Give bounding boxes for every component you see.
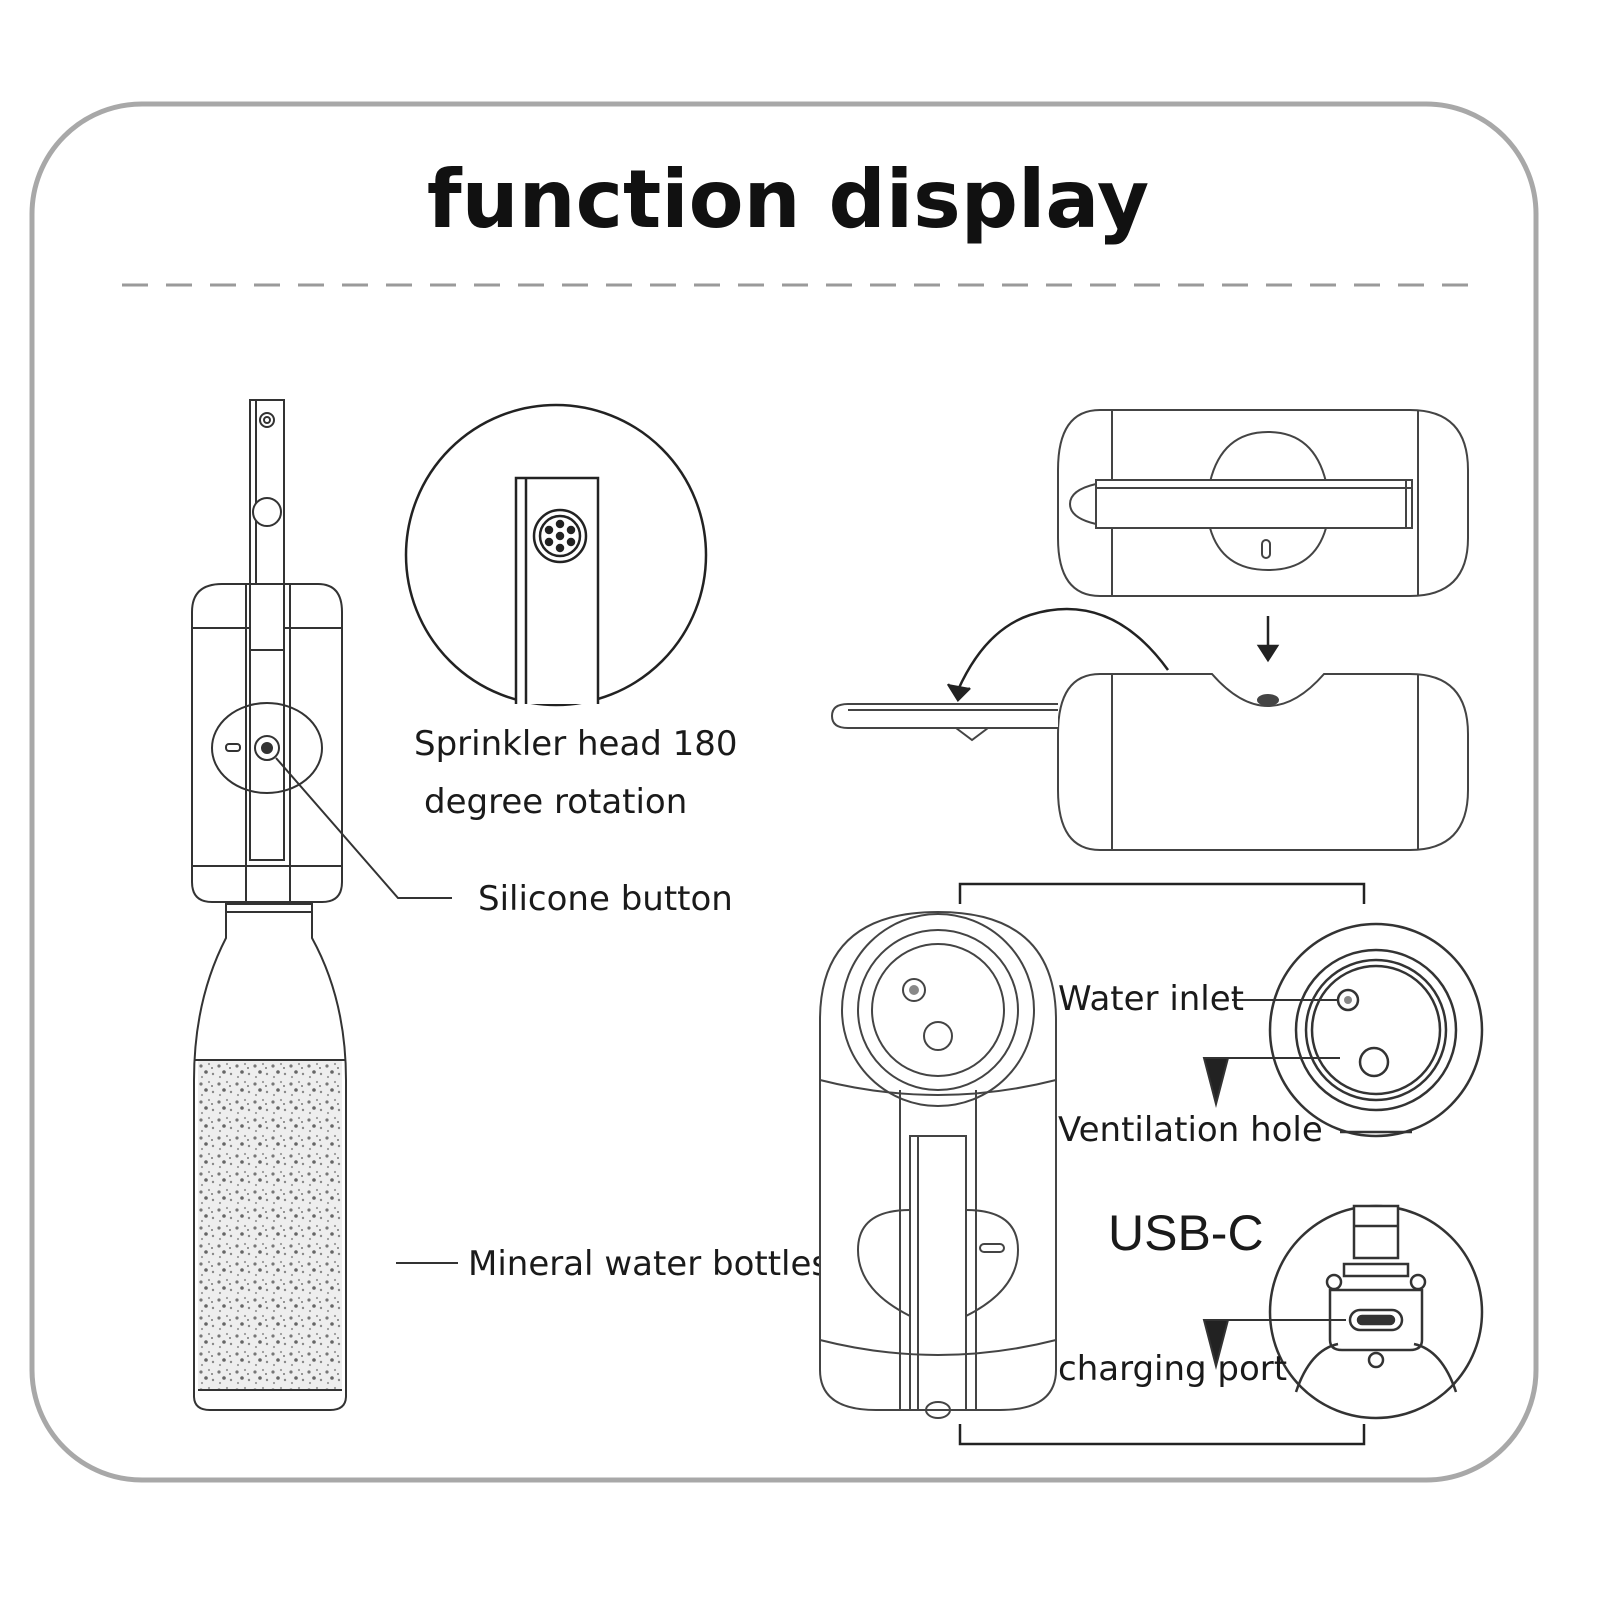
leader-ventilation-hole bbox=[1202, 1057, 1340, 1108]
screw-right-icon bbox=[1409, 1273, 1427, 1291]
pivot-icon bbox=[252, 497, 282, 527]
device-unfolded-side-view bbox=[830, 673, 1469, 851]
ventilation-hole-icon bbox=[1358, 1046, 1390, 1078]
device-folded-top-view bbox=[1057, 409, 1469, 597]
extended-arm bbox=[830, 703, 1058, 729]
device-perspective-view bbox=[819, 910, 1057, 1419]
screw-left-icon bbox=[1325, 1273, 1343, 1291]
label-charging-port: charging port bbox=[1058, 1349, 1287, 1389]
label-ventilation-hole: Ventilation hole bbox=[1058, 1110, 1323, 1150]
down-arrow-icon bbox=[1256, 616, 1280, 663]
screw-bottom-icon bbox=[1367, 1351, 1385, 1369]
leader-charging-port bbox=[1202, 1319, 1346, 1370]
label-usb-c: USB-C bbox=[1108, 1205, 1264, 1261]
bracket-bottom bbox=[958, 1424, 1366, 1446]
inlet-mesh-icon bbox=[902, 978, 926, 1002]
label-silicone-button: Silicone button bbox=[478, 879, 733, 919]
label-sprinkler-line1: Sprinkler head 180 bbox=[414, 724, 738, 764]
usb-c-detail bbox=[1268, 1204, 1484, 1420]
bracket-top bbox=[958, 882, 1366, 904]
leader-silicone-button bbox=[275, 757, 452, 899]
device-on-bottle bbox=[191, 399, 347, 1411]
label-water-inlet: Water inlet bbox=[1058, 979, 1244, 1019]
bottle-mineral-fill bbox=[198, 1060, 342, 1390]
sprinkler-nozzle-icon bbox=[532, 508, 588, 564]
sprinkler-head-zoom bbox=[404, 403, 708, 707]
label-mineral-water-bottles: Mineral water bottles bbox=[468, 1244, 829, 1284]
outer-frame bbox=[29, 101, 1539, 1483]
page-title: function display bbox=[427, 153, 1149, 246]
label-sprinkler-line2: degree rotation bbox=[424, 782, 687, 822]
nozzle-icon bbox=[259, 412, 275, 428]
vent-hole-icon bbox=[923, 1021, 953, 1051]
rotation-arrow-icon bbox=[946, 607, 1170, 702]
water-inlet-detail bbox=[1268, 922, 1484, 1138]
